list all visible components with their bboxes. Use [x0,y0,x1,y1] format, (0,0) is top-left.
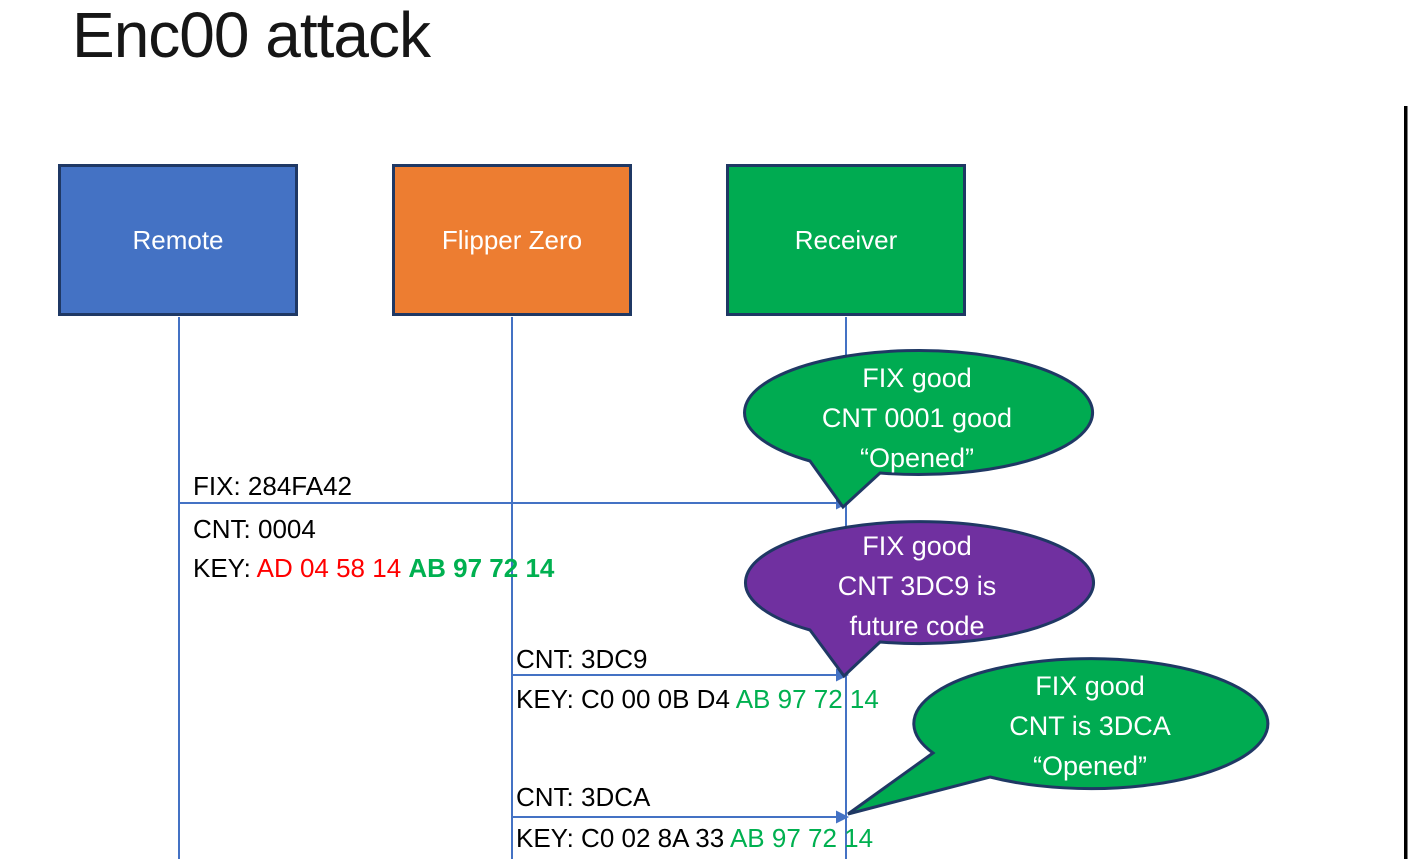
page-title: Enc00 attack [72,0,431,71]
actor-box-receiver: Receiver [726,164,966,316]
bubble-3-line-2: CNT is 3DCA [1009,711,1171,741]
speech-bubble-1-text: FIX good CNT 0001 good “Opened” [747,358,1087,478]
actor-label-receiver: Receiver [794,224,898,255]
message-1-key-label: KEY: AD 04 58 14 AB 97 72 14 [193,553,554,583]
bubble-3-line-3: “Opened” [1032,751,1148,781]
slide-right-edge-line [1404,106,1408,859]
message-3-key-prefix: KEY: C0 02 8A 33 [516,823,730,853]
actor-label-flipper-zero: Flipper Zero [441,224,583,255]
message-3-key-green-bytes: AB 97 72 14 [729,823,874,853]
message-3-key-label: KEY: C0 02 8A 33 AB 97 72 14 [516,823,873,853]
bubble-2-line-2: CNT 3DC9 is [837,571,997,601]
message-1-key-red-bytes: AD 04 58 14 [256,553,409,583]
bubble-2-line-1: FIX good [862,531,972,561]
message-1-key-green-bytes: AB 97 72 14 [408,553,555,583]
bubble-1-line-1: FIX good [862,363,972,393]
speech-bubble-2-purple [744,520,1095,679]
bubble-2-line-3: future code [849,611,985,641]
actor-box-flipper-zero: Flipper Zero [392,164,632,316]
message-1-fix-label: FIX: 284FA42 [193,471,352,501]
message-2-cnt-label: CNT: 3DC9 [516,644,648,674]
message-2-key-prefix: KEY: C0 00 0B D4 [516,684,736,714]
actor-label-remote: Remote [132,224,224,255]
speech-bubble-3-green [847,657,1270,816]
speech-bubble-2-text: FIX good CNT 3DC9 is future code [747,526,1087,646]
message-1-cnt-label: CNT: 0004 [193,514,316,544]
message-2-key-label: KEY: C0 00 0B D4 AB 97 72 14 [516,684,879,714]
arrow-head-3 [836,810,849,824]
bubble-3-line-1: FIX good [1035,671,1145,701]
message-3-cnt-label: CNT: 3DCA [516,782,651,812]
speech-bubble-1-green [743,349,1094,510]
message-2-key-green-bytes: AB 97 72 14 [735,684,879,714]
bubble-1-line-2: CNT 0001 good [821,403,1013,433]
actor-box-remote: Remote [58,164,298,316]
message-1-key-prefix: KEY: [193,553,257,583]
message-arrow-flipper-to-receiver-2 [512,810,849,824]
bubble-1-line-3: “Opened” [859,443,975,473]
speech-bubble-3-text: FIX good CNT is 3DCA “Opened” [920,666,1260,786]
